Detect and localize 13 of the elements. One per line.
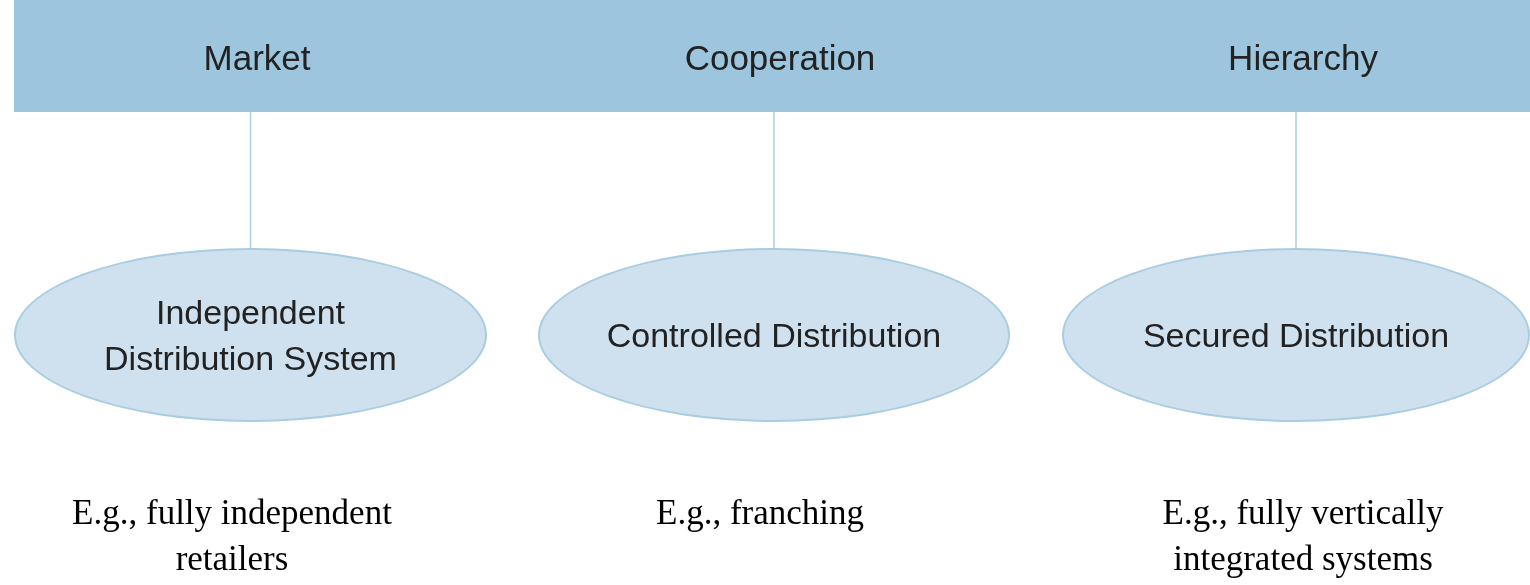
connector-line [249,111,252,249]
node-label: Controlled Distribution [606,315,942,356]
header-band [14,0,1530,112]
example-text: E.g., fully vertically integrated systems [1161,492,1445,580]
node-label: Independent Distribution System [103,292,398,379]
example-text: E.g., franching [655,492,865,534]
example-text: E.g., fully independent retailers [71,492,393,580]
category-heading: Hierarchy [1228,38,1378,78]
category-heading: Market [203,38,311,78]
node-label: Secured Distribution [1142,315,1450,356]
category-heading: Cooperation [684,38,876,78]
connector-line [773,111,775,249]
connector-line [1295,111,1297,249]
